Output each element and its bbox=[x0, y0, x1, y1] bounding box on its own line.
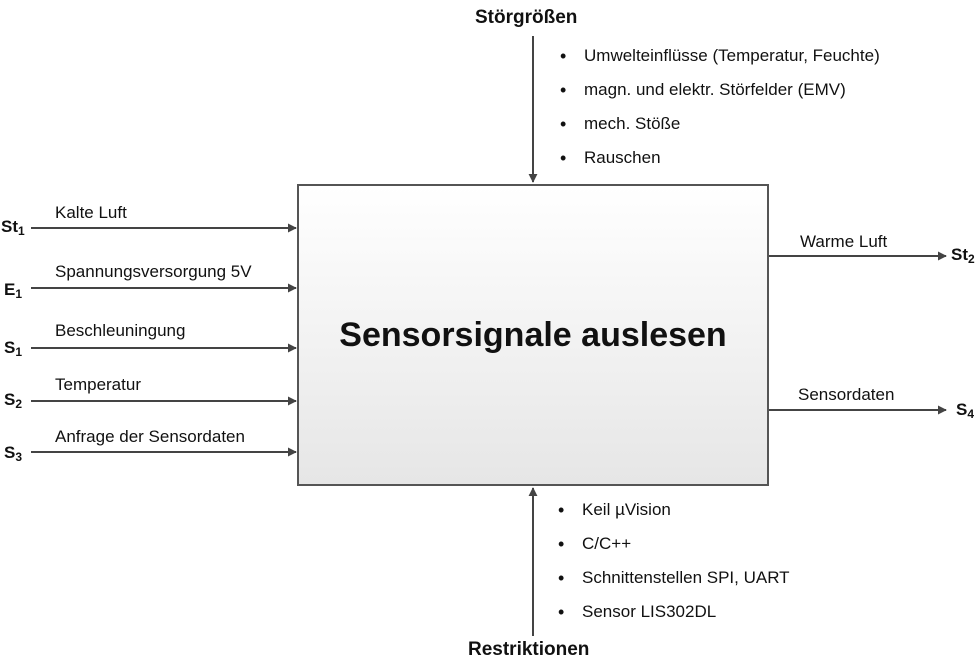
input-label-s2: Temperatur bbox=[55, 375, 141, 394]
restriction-item: C/C++ bbox=[558, 527, 790, 561]
restrictions-title: Restriktionen bbox=[468, 639, 590, 660]
input-label-st1: Kalte Luft bbox=[55, 203, 127, 222]
disturbance-item: mech. Stöße bbox=[560, 107, 880, 141]
input-label-e1: Spannungsversorgung 5V bbox=[55, 262, 252, 281]
input-symbol-e1: E1 bbox=[4, 280, 23, 301]
input-label-s1: Beschleuningung bbox=[55, 321, 186, 340]
disturbance-item: Rauschen bbox=[560, 141, 880, 175]
disturbances-title: Störgrößen bbox=[475, 7, 578, 28]
input-symbol-st1: St1 bbox=[1, 217, 25, 238]
output-symbol-s4: S4 bbox=[956, 400, 975, 421]
process-box: Sensorsignale auslesen bbox=[297, 184, 769, 486]
output-label-st2: Warme Luft bbox=[800, 232, 888, 251]
disturbance-item: Umwelteinflüsse (Temperatur, Feuchte) bbox=[560, 39, 880, 73]
input-label-s3: Anfrage der Sensordaten bbox=[55, 427, 245, 446]
process-title: Sensorsignale auslesen bbox=[339, 315, 727, 354]
restriction-item: Keil µVision bbox=[558, 493, 790, 527]
output-symbol-st2: St2 bbox=[951, 245, 975, 266]
disturbance-item: magn. und elektr. Störfelder (EMV) bbox=[560, 73, 880, 107]
input-symbol-s1: S1 bbox=[4, 338, 23, 359]
disturbances-list: Umwelteinflüsse (Temperatur, Feuchte) ma… bbox=[560, 39, 880, 175]
input-symbol-s2: S2 bbox=[4, 390, 23, 411]
restriction-item: Schnittenstellen SPI, UART bbox=[558, 561, 790, 595]
restrictions-list: Keil µVision C/C++ Schnittenstellen SPI,… bbox=[558, 493, 790, 629]
output-label-s4: Sensordaten bbox=[798, 385, 895, 404]
input-symbol-s3: S3 bbox=[4, 443, 23, 464]
restriction-item: Sensor LIS302DL bbox=[558, 595, 790, 629]
